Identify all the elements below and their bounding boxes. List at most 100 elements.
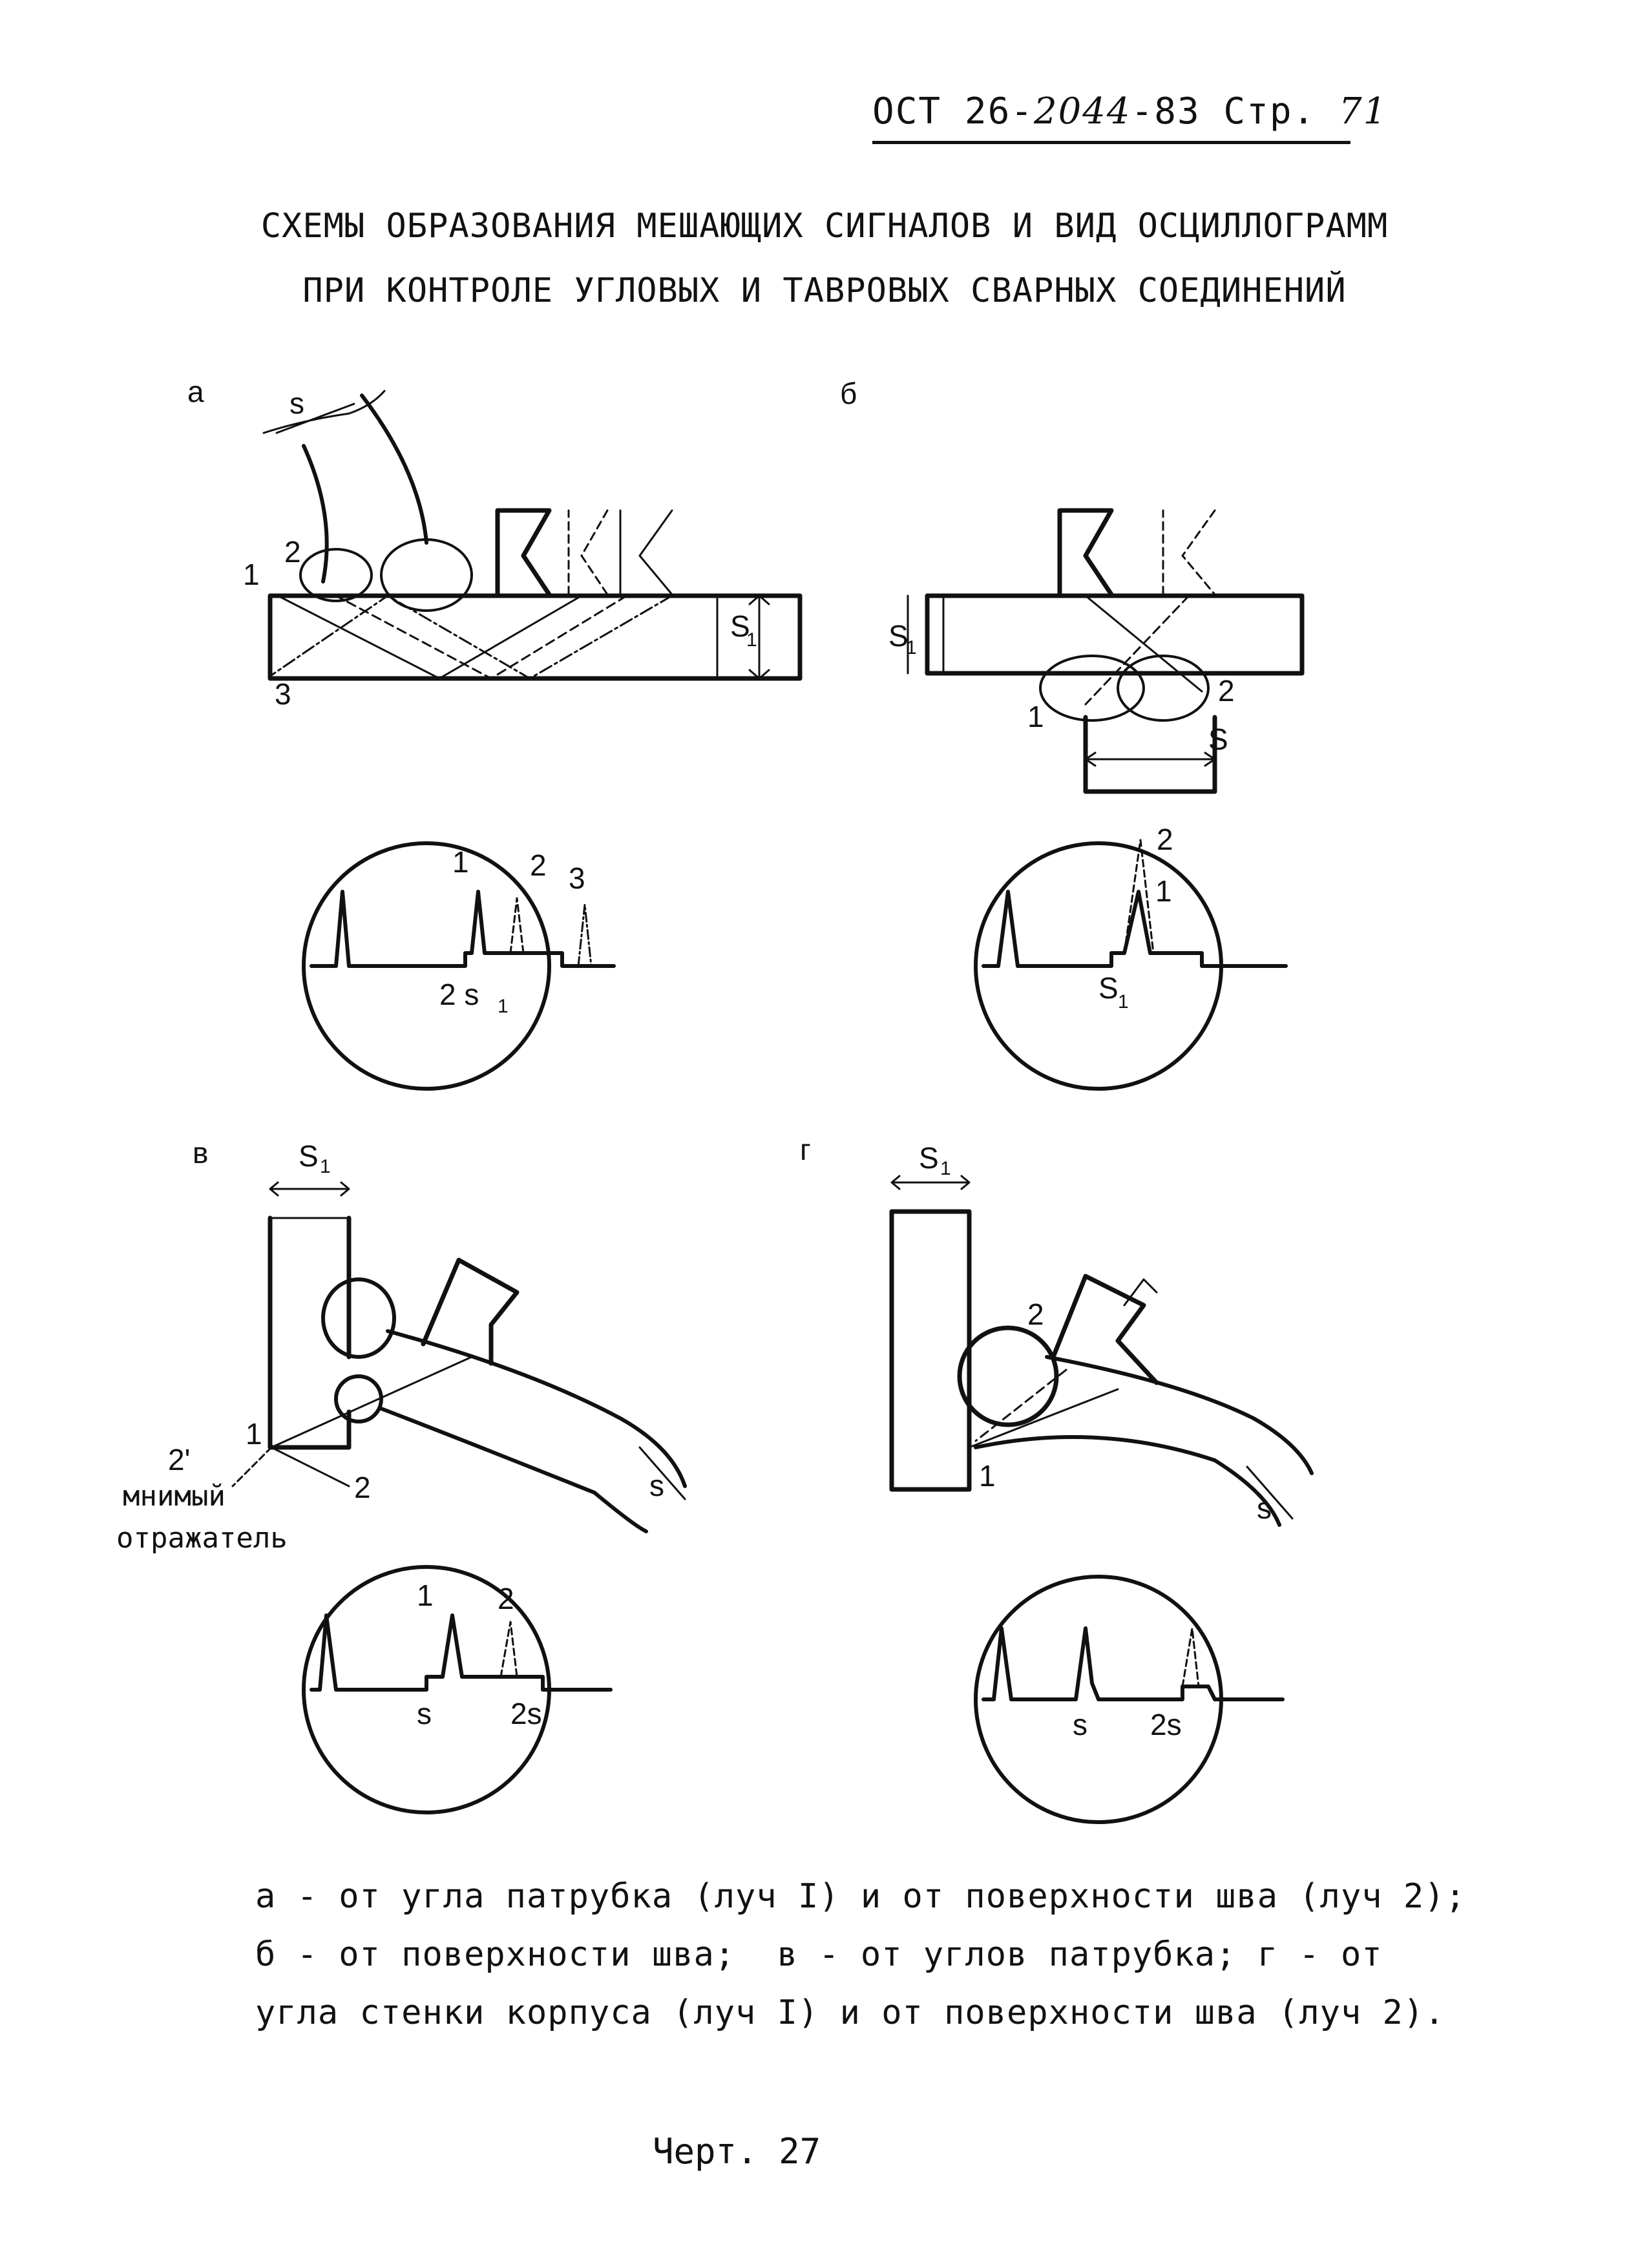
oscillogram-v	[302, 1565, 613, 1814]
title-line-1: СХЕМЫ ОБРАЗОВАНИЯ МЕШАЮЩИХ СИГНАЛОВ И ВИ…	[260, 207, 1389, 246]
fig-a-dim-s1: S	[730, 609, 750, 643]
osc-a-circle	[302, 841, 551, 1091]
fig-v-dim-s1-sub: 1	[320, 1156, 331, 1177]
osc-v-peak2	[499, 1621, 518, 1678]
wall-v	[268, 1215, 352, 1450]
weld-a-1	[299, 548, 373, 602]
dim-g-s1	[890, 1175, 971, 1190]
fig-a-dim-s: s	[289, 386, 304, 420]
osc-b-base-sub: 1	[1118, 991, 1129, 1013]
probe-v	[421, 1257, 520, 1366]
dim-v-s	[638, 1446, 686, 1500]
figure-g	[889, 1175, 1314, 1527]
osc-v-label1: 1	[417, 1579, 434, 1612]
page-header: ОСТ 26-2044-83 Стр. 71	[872, 90, 1387, 132]
osc-a-peak3	[577, 903, 593, 967]
plate-b	[925, 593, 1305, 676]
ray-a-2	[335, 594, 628, 680]
fig-v-ray1: 1	[246, 1417, 262, 1451]
fig-v-letter: в	[193, 1136, 208, 1170]
osc-a-peak2	[509, 897, 525, 954]
probe-b	[1057, 508, 1114, 597]
nozzle-a-right	[360, 394, 428, 545]
probe-g	[1051, 1274, 1159, 1385]
page-number: 71	[1338, 90, 1388, 132]
osc-g-base1: s	[1073, 1708, 1087, 1741]
osc-v-base1: s	[417, 1697, 432, 1730]
osc-b-label1: 1	[1155, 874, 1172, 908]
osc-a-base-sub: 1	[498, 996, 509, 1017]
probe-a-ghost-2	[619, 509, 673, 596]
ray-g-1	[968, 1388, 1119, 1449]
nozzle-a-left	[302, 444, 329, 583]
ray-a-3	[270, 594, 673, 680]
fig-g-ray2: 2	[1027, 1297, 1044, 1331]
fig-b-ray2: 2	[1218, 674, 1235, 708]
title-line-2: ПРИ КОНТРОЛЕ УГЛОВЫХ И ТАВРОВЫХ СВАРНЫХ …	[302, 271, 1347, 310]
figure-number-value: 27	[779, 2131, 821, 2172]
osc-b-trace	[982, 890, 1288, 968]
fig-v-dim-s1: S	[299, 1139, 319, 1173]
probe-b-ghost	[1162, 509, 1216, 596]
ray-a-1	[277, 594, 583, 680]
caption-line-1: а - от угла патрубка (луч I) и от поверх…	[255, 1877, 1466, 1916]
osc-b-peak2	[1123, 839, 1155, 954]
fig-v-dim-s: s	[649, 1469, 664, 1502]
weld-g	[957, 1325, 1059, 1427]
fig-a-ray3: 3	[275, 677, 291, 711]
osc-a-label3: 3	[569, 861, 585, 895]
ray-b-2	[1084, 594, 1190, 706]
standard-number: 2044	[1034, 90, 1131, 132]
caption-line-2: б - от поверхности шва; в - от углов пат…	[255, 1935, 1383, 1974]
oscillogram-g	[974, 1575, 1285, 1824]
figure-v	[231, 1181, 687, 1533]
fig-a-ray2: 2	[284, 535, 301, 569]
fig-a-letter: а	[187, 375, 204, 408]
osc-a-trace	[310, 890, 616, 968]
nozzle-g-bottom	[974, 1435, 1281, 1527]
osc-v-label2: 2	[498, 1582, 514, 1615]
fig-b-dim-s1: S	[888, 619, 909, 653]
fig-g-dim-s1: S	[919, 1141, 939, 1175]
fig-a-dim-s1-sub: 1	[746, 629, 757, 651]
fig-g-ray1: 1	[979, 1459, 996, 1493]
ray-v-1	[270, 1356, 473, 1487]
osc-g-base2: 2s	[1150, 1708, 1182, 1741]
osc-b-label2: 2	[1157, 823, 1173, 856]
dim-v-s1	[269, 1181, 350, 1197]
osc-v-base2: 2s	[510, 1697, 542, 1730]
header-rule	[872, 141, 1350, 144]
fig-b-letter: б	[840, 377, 857, 410]
dim-g-s	[1246, 1465, 1294, 1520]
osc-g-peak2	[1181, 1627, 1200, 1688]
ray-v-2p	[231, 1446, 273, 1487]
fig-a-ray1: 1	[243, 558, 260, 591]
fig-v-ray2: 2	[354, 1471, 371, 1504]
osc-a-label1: 1	[452, 845, 469, 879]
weld-v-2	[334, 1374, 383, 1423]
ray-g-2	[974, 1369, 1067, 1442]
fig-b-dim-s: S	[1208, 722, 1228, 756]
osc-a-base: 2 s	[439, 978, 479, 1011]
figure-b	[907, 508, 1305, 794]
fig-g-letter: г	[800, 1133, 811, 1166]
osc-g-trace	[982, 1626, 1285, 1701]
osc-b-base: S	[1098, 971, 1119, 1005]
nozzle-v-top	[386, 1329, 687, 1488]
nozzle-g-top	[1045, 1355, 1314, 1475]
standard-code: ОСТ 26-	[872, 90, 1035, 132]
oscillogram-b	[974, 839, 1288, 1091]
dim-a-s1	[748, 594, 770, 680]
fig-g-dim-s1-sub: 1	[940, 1158, 951, 1179]
nozzle-b	[1083, 715, 1217, 794]
weld-v-1	[321, 1277, 396, 1359]
weld-b-2	[1117, 655, 1210, 722]
osc-a-label2: 2	[530, 848, 547, 882]
fig-v-ray2p: 2'	[168, 1443, 190, 1476]
plate-a	[268, 593, 803, 681]
wall-g	[889, 1209, 972, 1492]
nozzle-a-break	[262, 390, 386, 434]
nozzle-v-bottom	[379, 1407, 648, 1533]
probe-a-ghost-1	[567, 509, 609, 596]
